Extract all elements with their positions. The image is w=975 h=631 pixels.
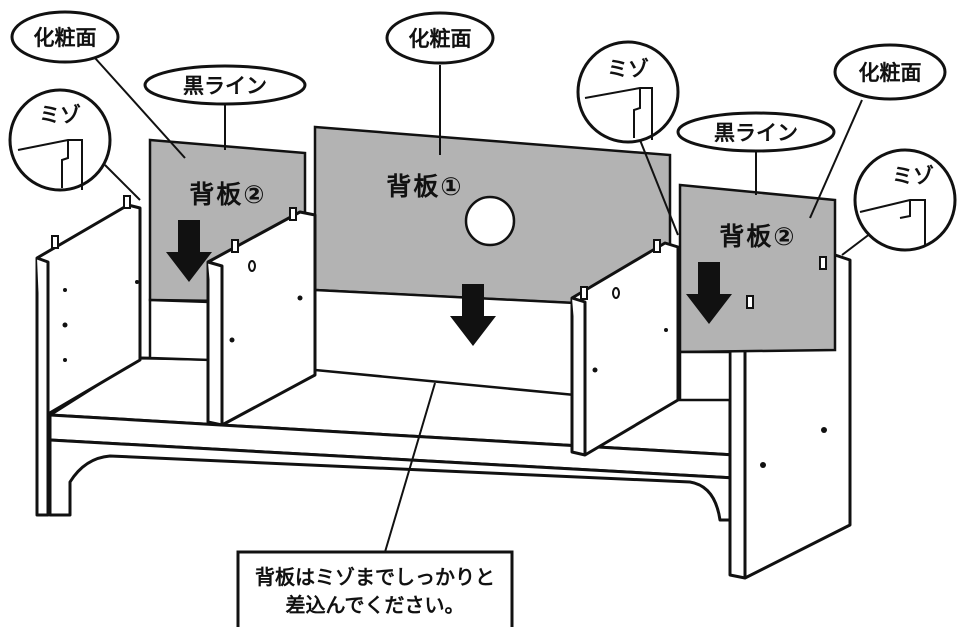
instruction-note: 背板はミゾまでしっかりと 差込んでください。 [236, 550, 514, 627]
note-line-1: 背板はミゾまでしっかりと [255, 565, 495, 589]
groove-label: ミゾ [892, 164, 934, 188]
callout-label: 化粧面 [409, 27, 472, 51]
callout-face-top-center: 化粧面 [385, 11, 495, 65]
arrow-down-icon [686, 262, 732, 324]
callout-label: 化粧面 [859, 61, 922, 85]
groove-detail-left: ミゾ [8, 88, 112, 192]
panel-label-right: 背板② [719, 222, 796, 251]
callout-black-line-left: 黒ライン [143, 64, 307, 106]
arrow-down-icon [450, 284, 496, 346]
panel-label-left: 背板② [189, 180, 266, 209]
groove-label: ミゾ [39, 103, 81, 127]
callout-black-line-right: 黒ライン [676, 111, 836, 153]
dividers [206, 210, 680, 457]
panel-label-center: 背板① [386, 172, 463, 201]
note-line-2: 差込んでください。 [286, 593, 465, 617]
callout-label: 黒ライン [183, 74, 267, 98]
callout-face-top-left: 化粧面 [10, 10, 120, 64]
groove-detail-far-right: ミゾ [853, 148, 957, 252]
down-arrows [166, 220, 732, 346]
cable-hole [464, 195, 516, 247]
groove-detail-center-right: ミゾ [576, 40, 680, 144]
callout-face-right: 化粧面 [833, 43, 947, 101]
callout-label: 化粧面 [34, 26, 97, 50]
arrow-down-icon [166, 220, 212, 282]
groove-label: ミゾ [607, 57, 649, 81]
callout-label: 黒ライン [714, 121, 798, 145]
